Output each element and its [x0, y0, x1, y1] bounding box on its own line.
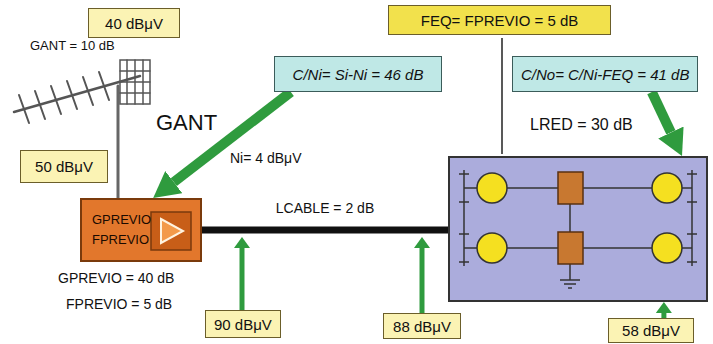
loss-label: LRED = 30 dB [530, 116, 633, 134]
box-text: 40 dBμV [105, 15, 163, 32]
antenna-elements [83, 77, 93, 105]
network-wire [568, 287, 572, 289]
network-wire [569, 264, 571, 280]
formula-box: C/Ni= Si-Ni = 46 dB [274, 56, 442, 92]
outlet-symbol [477, 233, 507, 263]
antenna-reflector [120, 92, 150, 94]
distribution-network: LRED = 30 dB [448, 156, 708, 302]
formula-box: FEQ= FPREVIO = 5 dB [388, 5, 611, 35]
splitter-symbol [558, 172, 583, 204]
network-wire [463, 170, 465, 266]
level-box: 90 dBμV [205, 310, 281, 338]
network-wire [459, 233, 469, 235]
network-wire [507, 187, 558, 189]
amplifier-frame [151, 212, 191, 250]
signal-arrow [174, 92, 291, 182]
box-text: C/No= C/Ni-FEQ = 41 dB [521, 66, 689, 83]
network-wire [507, 247, 558, 249]
pointer-arrow [240, 248, 245, 310]
box-text: C/Ni= Si-Ni = 46 dB [293, 66, 424, 83]
antenna-elements [67, 81, 77, 109]
network-wire [459, 173, 469, 175]
antenna-elements [99, 72, 109, 100]
network-wire [459, 201, 469, 203]
outlet-symbol [652, 233, 682, 263]
noise-label: Ni= 4 dBμV [230, 150, 302, 166]
box-text: 58 dBμV [622, 322, 680, 339]
cable-loss-label: LCABLE = 2 dB [274, 200, 376, 216]
outlet-symbol [477, 173, 507, 203]
antenna [14, 60, 150, 198]
box-text: FPREVIO [92, 230, 149, 250]
gain-label: GPREVIO = 40 dB [58, 270, 174, 286]
pointer-arrow [420, 248, 425, 313]
coax-cable [202, 227, 448, 234]
outlet-symbol [652, 173, 682, 203]
formula-box: C/No= C/Ni-FEQ = 41 dB [512, 56, 698, 92]
preamplifier-box: GPREVIOFPREVIO [80, 198, 202, 262]
box-text: GPREVIO [92, 210, 151, 230]
network-wire [583, 187, 652, 189]
antenna-reflector [120, 70, 150, 72]
antenna-reflector [120, 60, 150, 104]
network-wire [583, 247, 652, 249]
signal-arrow [652, 92, 671, 132]
antenna-elements [35, 91, 45, 119]
network-wire [569, 204, 571, 232]
network-wire [459, 261, 469, 263]
network-wire [687, 201, 697, 203]
divider-line [501, 38, 503, 154]
network-wire [687, 173, 697, 175]
level-box: 40 dBμV [88, 8, 180, 38]
antenna-elements [51, 86, 61, 114]
network-wire [464, 247, 477, 249]
antenna-elements [19, 72, 109, 123]
network-wire [560, 279, 580, 281]
network-wire [464, 187, 477, 189]
network-wire [682, 187, 692, 189]
level-box: 58 dBμV [608, 318, 694, 343]
antenna-reflector [120, 81, 150, 83]
network-schematic [450, 158, 706, 300]
antenna-elements [19, 95, 29, 123]
splitter-symbol [558, 232, 583, 264]
antenna-reflector [120, 60, 150, 104]
amplifier-triangle [161, 219, 183, 243]
antenna-label: GANT [156, 110, 217, 136]
level-pointers [242, 248, 422, 313]
box-text: 50 dBμV [35, 158, 93, 175]
noise-figure-label: FPREVIO = 5 dB [66, 296, 172, 312]
network-wire [687, 233, 697, 235]
antenna-mast [117, 86, 120, 198]
network-wire [687, 261, 697, 263]
box-text: 88 dBμV [393, 318, 451, 335]
network-wire [682, 247, 692, 249]
gain-label: GANT = 10 dB [30, 38, 115, 53]
network-wire [564, 283, 576, 285]
box-text: 90 dBμV [214, 316, 272, 333]
level-box: 88 dBμV [383, 313, 461, 339]
amplifier-symbol [150, 211, 192, 251]
box-text: FEQ= FPREVIO = 5 dB [421, 12, 579, 29]
network-wire [691, 170, 693, 266]
level-box: 50 dBμV [20, 150, 108, 183]
